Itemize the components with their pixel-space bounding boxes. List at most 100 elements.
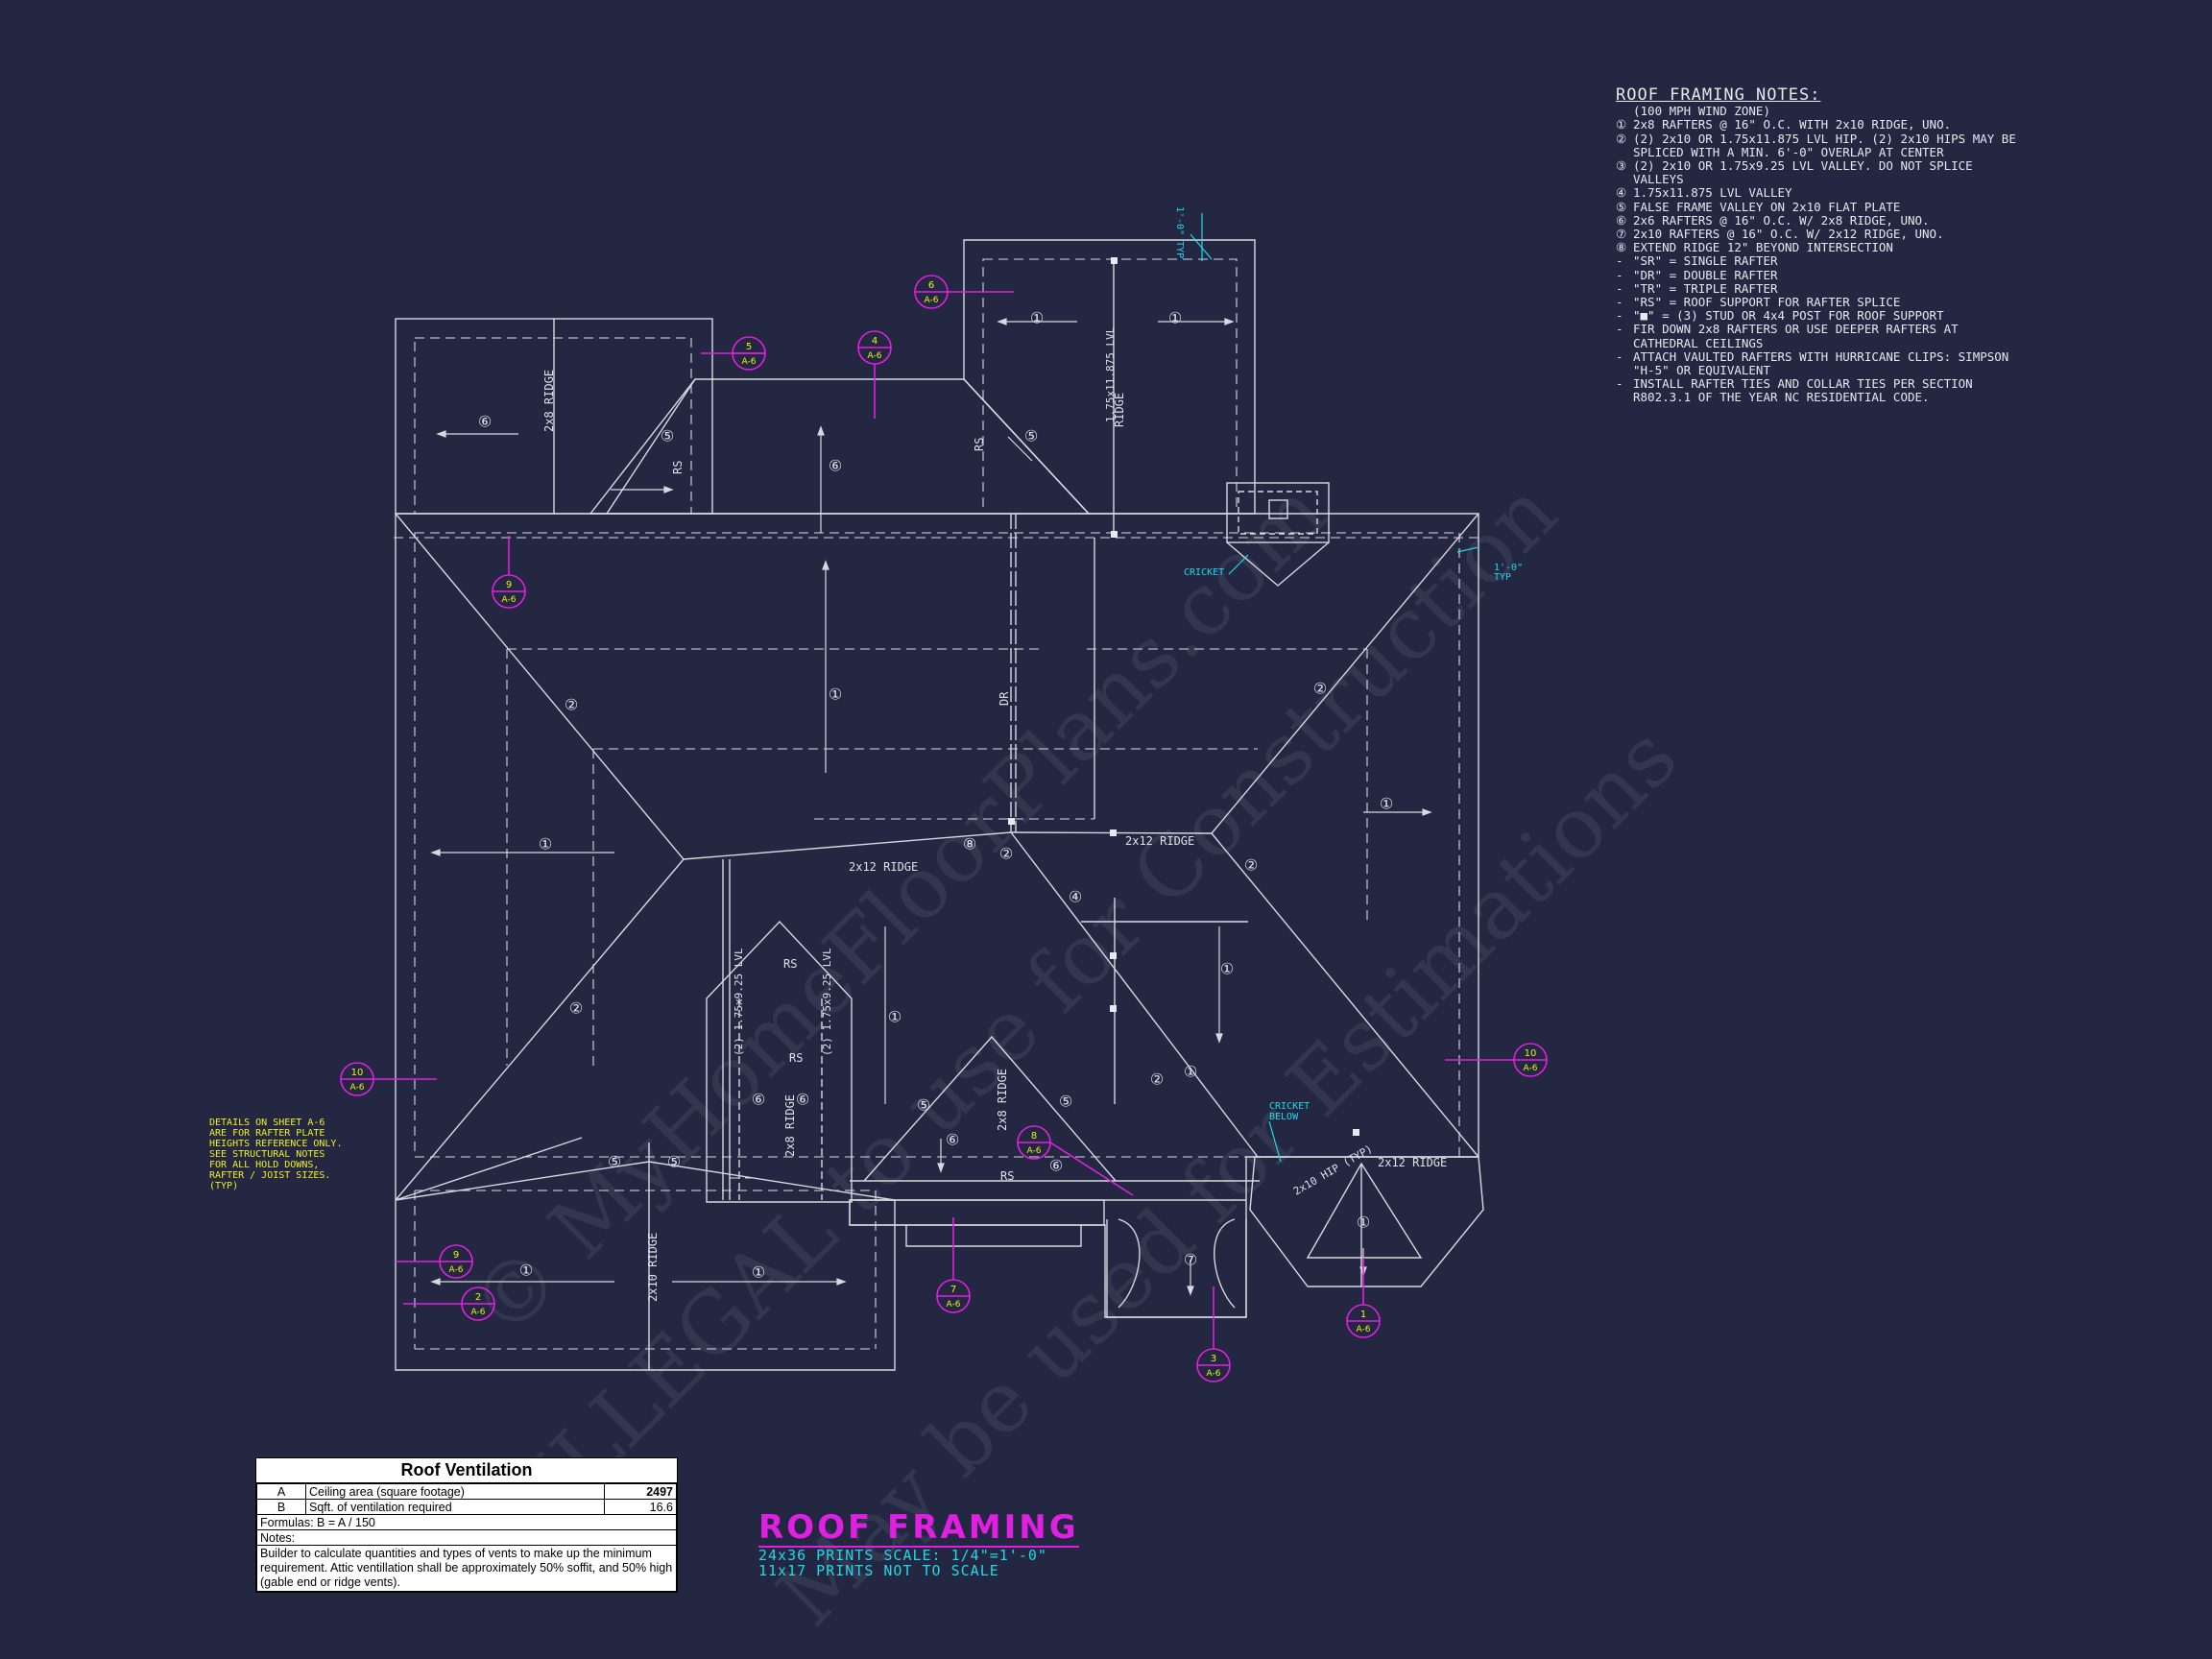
cricket-below-label: CRICKET	[1269, 1101, 1310, 1112]
framing-note-ref: ④	[1069, 888, 1082, 906]
center-ridge-label: 2x12 RIDGE	[849, 860, 918, 874]
note-mark: -	[1616, 253, 1623, 269]
note-text: (2) 2x10 OR 1.75x11.875 LVL HIP. (2) 2x1…	[1633, 131, 2016, 159]
section-marker-sheet: A-6	[947, 1300, 961, 1310]
note-mark: ③	[1616, 158, 1627, 174]
note-item: -"■" = (3) STUD OR 4x4 POST FOR ROOF SUP…	[1616, 309, 2019, 323]
section-marker-number: 2	[475, 1292, 481, 1303]
note-mark: ⑧	[1616, 240, 1627, 255]
scale-note-2: 11x17 PRINTS NOT TO SCALE	[758, 1562, 999, 1579]
section-marker-sheet: A-6	[868, 351, 882, 361]
framing-note-ref: ⑥	[752, 1091, 765, 1109]
left-wing-dashed	[414, 337, 692, 515]
section-marker-number: 4	[872, 336, 878, 347]
note-mark: ④	[1616, 185, 1627, 201]
note-text: "RS" = ROOF SUPPORT FOR RAFTER SPLICE	[1633, 295, 1901, 310]
section-marker-sheet: A-6	[502, 595, 517, 605]
note-item: -FIR DOWN 2x8 RAFTERS OR USE DEEPER RAFT…	[1616, 322, 2019, 350]
table-row: B Sqft. of ventilation required 16.6	[256, 1499, 677, 1515]
framing-note-ref: ⑤	[917, 1096, 930, 1115]
section-marker-sheet: A-6	[742, 357, 757, 367]
framing-note-ref: ⑥	[478, 413, 492, 431]
note-mark: ⑥	[1616, 212, 1627, 228]
top-right-dashed	[982, 258, 1238, 515]
framing-note-ref: ⑥	[1049, 1157, 1063, 1175]
section-marker-number: 1	[1360, 1310, 1366, 1320]
framing-note-ref: ①	[1168, 309, 1182, 327]
framing-note-ref: ①	[539, 835, 552, 854]
note-mark: -	[1616, 322, 1623, 337]
section-marker-number: 7	[950, 1285, 956, 1295]
framing-note-ref: ⑥	[829, 457, 842, 475]
framing-note-ref: ⑥	[946, 1131, 959, 1149]
section-marker-sheet: A-6	[449, 1265, 464, 1275]
lvl-ridge-label: 1.75x11.875 LVL	[1104, 326, 1117, 422]
detail-note: DETAILS ON SHEET A-6 ARE FOR RAFTER PLAT…	[209, 1118, 343, 1191]
note-text: 2x10 RAFTERS @ 16" O.C. W/ 2x12 RIDGE, U…	[1633, 227, 1944, 242]
framing-note-ref: ①	[888, 1008, 902, 1026]
section-marker-number: 5	[746, 342, 752, 352]
note-text: FALSE FRAME VALLEY ON 2x10 FLAT PLATE	[1633, 199, 1901, 214]
table-row: Formulas: B = A / 150	[256, 1514, 677, 1530]
note-mark: -	[1616, 280, 1623, 296]
lvl-valley-label: (2) 1.75x9.25 LVL	[821, 948, 833, 1056]
note-item: -"TR" = TRIPLE RAFTER	[1616, 280, 2019, 296]
note-text: FIR DOWN 2x8 RAFTERS OR USE DEEPER RAFTE…	[1633, 322, 1959, 350]
rs-label: RS	[973, 438, 986, 451]
note-item: -INSTALL RAFTER TIES AND COLLAR TIES PER…	[1616, 376, 2019, 405]
note-item: ① 2x8 RAFTERS @ 16" O.C. WITH 2x10 RIDGE,…	[1616, 118, 2019, 132]
framing-note-ref: ②	[565, 696, 578, 714]
note-text: "■" = (3) STUD OR 4x4 POST FOR ROOF SUPP…	[1633, 308, 1944, 324]
title-block: ROOF FRAMING 24x36 PRINTS SCALE: 1/4"=1'…	[758, 1509, 1079, 1578]
front-gable-ridge-label: 2x8 RIDGE	[996, 1069, 1009, 1131]
rs-label: RS	[1000, 1169, 1014, 1183]
section-leader	[1049, 1142, 1134, 1196]
framing-note-ref: ①	[752, 1263, 765, 1282]
framing-note-ref: ①	[1030, 309, 1044, 327]
note-mark: -	[1616, 267, 1623, 282]
note-item: ⑦ 2x10 RAFTERS @ 16" O.C. W/ 2x12 RIDGE, …	[1616, 227, 2019, 242]
porch-ridge-label: 2x8 RIDGE	[783, 1094, 797, 1157]
center-gable-outline	[589, 378, 1091, 515]
note-text: (100 MPH WIND ZONE)	[1633, 104, 1770, 119]
section-marker-sheet: A-6	[925, 296, 939, 305]
note-mark: -	[1616, 376, 1623, 392]
note-text: "DR" = DOUBLE RAFTER	[1633, 267, 1778, 282]
note-item: ②(2) 2x10 OR 1.75x11.875 LVL HIP. (2) 2x…	[1616, 132, 2019, 159]
rs-label: RS	[671, 461, 685, 474]
note-text: INSTALL RAFTER TIES AND COLLAR TIES PER …	[1633, 376, 1973, 405]
note-text: 2x8 RAFTERS @ 16" O.C. WITH 2x10 RIDGE, …	[1633, 117, 1952, 132]
framing-note-ref: ⑤	[661, 427, 674, 445]
section-marker-number: 10	[351, 1068, 364, 1078]
roof-ventilation-table: Roof Ventilation A Ceiling area (square …	[255, 1457, 678, 1593]
roof-framing-notes: ROOF FRAMING NOTES: (100 MPH WIND ZONE)①…	[1616, 86, 2019, 405]
ventilation-title: Roof Ventilation	[256, 1458, 677, 1483]
framing-note-ref: ①	[1184, 1063, 1197, 1081]
note-mark	[1616, 105, 1633, 118]
section-marker-number: 8	[1031, 1131, 1037, 1142]
framing-note-ref: ②	[569, 999, 583, 1018]
framing-note-ref: ②	[1150, 1070, 1164, 1089]
section-marker-sheet: A-6	[1357, 1325, 1371, 1334]
note-mark: ⑦	[1616, 227, 1627, 242]
framing-note-ref: ①	[829, 685, 842, 704]
rs-label: RS	[783, 957, 797, 971]
note-item: (100 MPH WIND ZONE)	[1616, 105, 2019, 118]
lvl-valley-label: (2) 1.75x9.25 LVL	[733, 948, 745, 1056]
framing-note-ref: ⑧	[963, 835, 976, 854]
inner-dashed-outline	[414, 532, 1460, 1158]
note-text: ATTACH VAULTED RAFTERS WITH HURRICANE CL…	[1633, 349, 2009, 378]
note-text: "TR" = TRIPLE RAFTER	[1633, 280, 1778, 296]
table-row: A Ceiling area (square footage) 2497	[256, 1483, 677, 1500]
notes-list: (100 MPH WIND ZONE) ① 2x8 RAFTERS @ 16" O.…	[1616, 105, 2019, 405]
hip-label: 2x10 HIP (TYP)	[1291, 1142, 1375, 1198]
framing-note-ref: ⑤	[1059, 1093, 1072, 1111]
note-item: -"DR" = DOUBLE RAFTER	[1616, 267, 2019, 282]
section-marker-sheet: A-6	[471, 1308, 486, 1317]
note-mark: ①	[1616, 117, 1627, 132]
section-marker-number: 10	[1525, 1048, 1537, 1059]
note-item: ③(2) 2x10 OR 1.75x9.25 LVL VALLEY. DO NO…	[1616, 158, 2019, 186]
